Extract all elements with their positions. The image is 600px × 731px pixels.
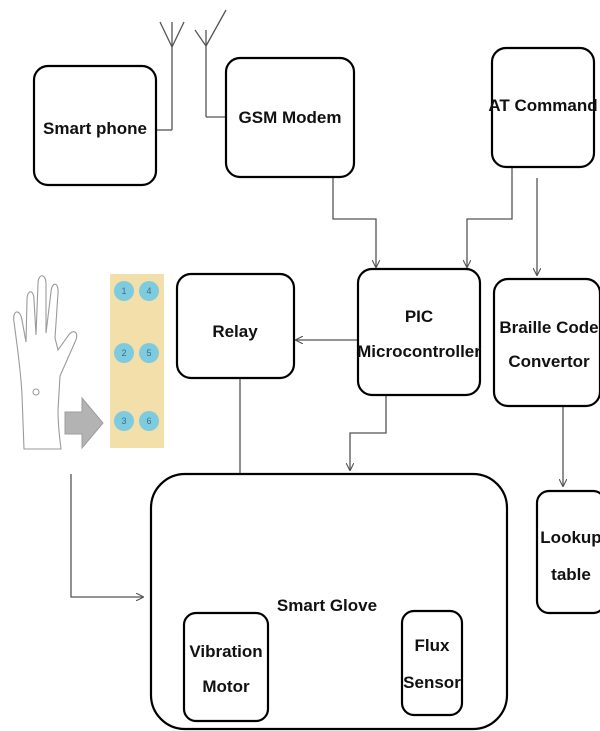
pic-label-line2: Microcontroller [357,342,481,361]
antenna-icon [157,22,184,130]
vibration-label-line2: Motor [202,677,250,696]
smart-phone-block: Smart phone [34,66,156,185]
connector-hand-to-glove [71,474,143,597]
at-command-label: AT Command [488,96,597,115]
lookup-label-line2: table [551,565,591,584]
relay-block: Relay [177,274,294,378]
smart-phone-label: Smart phone [43,119,147,138]
braille-dot-number-3: 3 [121,416,126,426]
at-command-block: AT Command [488,48,597,167]
smart-glove-label: Smart Glove [277,596,377,615]
braille-dot-number-5: 5 [146,348,151,358]
braille-label-line1: Braille Code [499,318,598,337]
vibration-label-line1: Vibration [189,642,262,661]
braille-label-line2: Convertor [508,352,590,371]
pic-label-line1: PIC [405,307,433,326]
connector-pic-to-glove [350,396,386,470]
gsm-modem-block: GSM Modem [226,58,354,177]
relay-label: Relay [212,322,258,341]
antenna-icon [195,10,226,117]
braille-dot-number-2: 2 [121,348,126,358]
connector-gsm-to-pic [333,178,376,267]
flux-sensor-block: Flux Sensor [402,611,462,715]
pic-microcontroller-block: PIC Microcontroller [357,269,481,395]
gsm-modem-label: GSM Modem [239,108,342,127]
braille-dot-number-6: 6 [146,416,151,426]
vibration-motor-block: Vibration Motor [184,613,268,721]
braille-cell: 1 2 3 4 5 6 [110,274,164,448]
lookup-table-block: Lookup table [537,491,600,613]
braille-dot-number-1: 1 [121,286,126,296]
flux-label-line1: Flux [415,636,450,655]
connector-at-to-pic [467,168,512,267]
flux-label-line2: Sensor [403,673,461,692]
braille-dot-number-4: 4 [146,286,151,296]
gray-arrow-icon [65,398,103,448]
braille-code-convertor-block: Braille Code Convertor [494,279,600,406]
lookup-label-line1: Lookup [540,528,600,547]
